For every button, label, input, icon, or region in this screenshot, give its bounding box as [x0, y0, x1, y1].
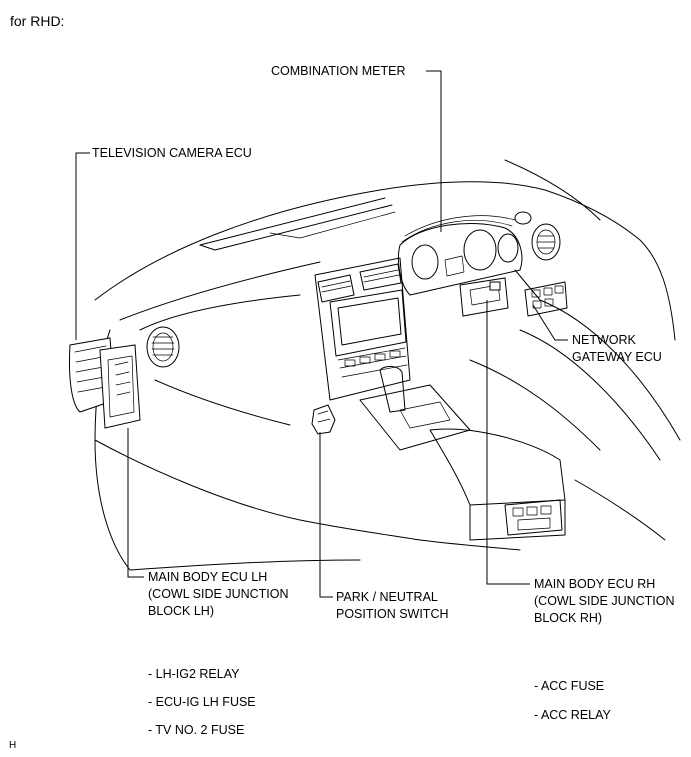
label-park-neutral-switch: PARK / NEUTRAL POSITION SWITCH	[336, 590, 449, 622]
label-line: NETWORK	[572, 333, 636, 347]
label-line: MAIN BODY ECU LH	[148, 570, 268, 584]
center-console	[359, 366, 566, 541]
list-item: - LH-IG2 RELAY	[148, 667, 240, 681]
label-television-camera-ecu: TELEVISION CAMERA ECU	[92, 146, 252, 160]
label-line: POSITION SWITCH	[336, 607, 449, 621]
right-air-vents	[514, 211, 561, 261]
lh-items-list: - LH-IG2 RELAY - ECU-IG LH FUSE - TV NO.…	[148, 667, 256, 738]
label-main-body-ecu-rh: MAIN BODY ECU RH (COWL SIDE JUNCTION BLO…	[534, 577, 675, 626]
television-camera-ecu-part	[69, 337, 141, 429]
combination-meter-cluster	[397, 215, 523, 296]
label-line: (COWL SIDE JUNCTION	[148, 587, 289, 601]
rh-items-list: - ACC FUSE - ACC RELAY	[534, 679, 611, 723]
dashboard-outline	[94, 159, 681, 571]
leader-lines	[75, 70, 568, 598]
label-line: BLOCK LH)	[148, 604, 214, 618]
list-item: - TV NO. 2 FUSE	[148, 723, 245, 737]
page-title: for RHD:	[10, 13, 65, 29]
list-item: - ECU-IG LH FUSE	[148, 695, 256, 709]
label-line: (COWL SIDE JUNCTION	[534, 594, 675, 608]
left-air-vent	[146, 326, 180, 368]
label-main-body-ecu-lh: MAIN BODY ECU LH (COWL SIDE JUNCTION BLO…	[148, 570, 289, 619]
center-stack	[314, 257, 411, 401]
park-neutral-switch-part	[311, 404, 336, 435]
label-line: MAIN BODY ECU RH	[534, 577, 656, 591]
label-network-gateway-ecu: NETWORK GATEWAY ECU	[572, 333, 662, 365]
right-switch-panel	[524, 281, 568, 317]
list-item: - ACC FUSE	[534, 679, 605, 693]
label-line: GATEWAY ECU	[572, 350, 662, 364]
list-item: - ACC RELAY	[534, 708, 611, 722]
footer-mark: H	[9, 740, 17, 751]
network-gateway-ecu-part	[459, 269, 541, 317]
label-line: BLOCK RH)	[534, 611, 603, 625]
label-line: PARK / NEUTRAL	[336, 590, 438, 604]
label-combination-meter: COMBINATION METER	[271, 64, 406, 78]
